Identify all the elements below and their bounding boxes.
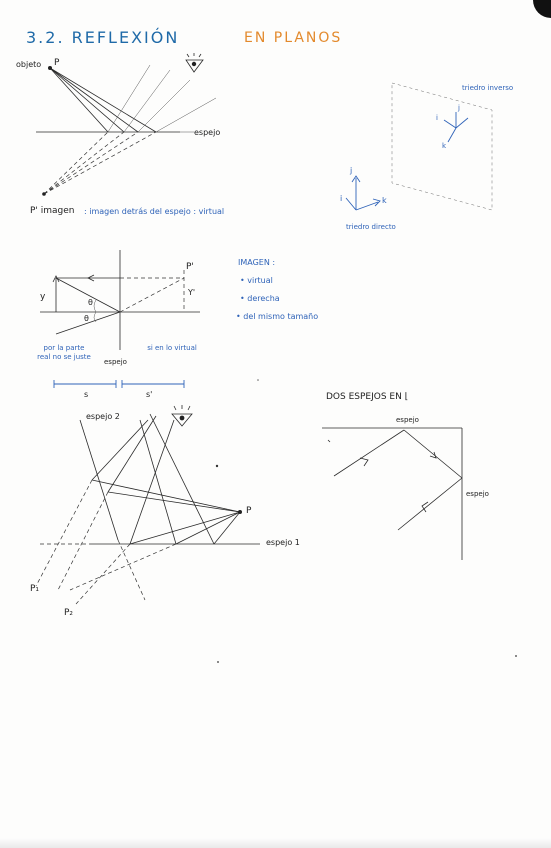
eye-icon	[185, 53, 204, 73]
y-prime-label: Y'	[188, 288, 196, 297]
axis-i-direct: i	[340, 194, 343, 203]
mirror-1-label: espejo 1	[266, 538, 300, 547]
axis-i-inverse: i	[436, 114, 438, 122]
axis-j-inverse: j	[458, 104, 460, 112]
diagram-plane-mirror	[36, 53, 217, 196]
axis-j-direct: j	[350, 166, 353, 175]
top-mirror-label: espejo	[396, 416, 419, 424]
diagram-inverse-frame	[391, 82, 493, 211]
diagram-two-mirrors-angle	[35, 405, 260, 605]
diagram-image-size	[40, 250, 200, 388]
image-note: : imagen detrás del espejo : virtual	[84, 207, 225, 216]
right-note: si en lo virtual	[147, 344, 197, 352]
direct-frame-label: triedro directo	[346, 223, 396, 231]
page-bottom-edge	[0, 838, 551, 848]
section-title: 3.2. REFLEXIÓN	[26, 28, 180, 47]
point-p-label: P	[54, 58, 60, 68]
left-note: por la parte real no se juste	[37, 344, 91, 361]
image-props-heading: IMAGEN :	[238, 258, 276, 267]
theta-label-2: θ	[84, 314, 89, 323]
p-prime-label: P'	[186, 262, 194, 272]
object-point	[48, 66, 52, 70]
diagram-two-mirrors-l	[322, 427, 463, 560]
theta-label-1: θ	[88, 298, 93, 307]
s-prime-label: s'	[146, 390, 153, 399]
mirror-label: espejo	[194, 128, 221, 137]
image-prop-derecha: • derecha	[240, 294, 280, 303]
image-point	[42, 192, 46, 196]
image-prop-virtual: • virtual	[240, 276, 273, 285]
s-label: s	[84, 390, 89, 399]
mirror-2-label: espejo 2	[86, 412, 120, 421]
section-subtitle: EN PLANOS	[244, 30, 343, 46]
axis-k-direct: k	[382, 196, 387, 205]
p-label: P	[246, 506, 252, 516]
eye-icon-2	[171, 405, 193, 427]
diagram-direct-frame	[345, 175, 381, 211]
axis-k-inverse: k	[442, 142, 447, 150]
inverse-frame-label: triedro inverso	[462, 84, 514, 92]
image-prop-tamano: • del mismo tamaño	[236, 312, 319, 321]
p1-label: P₁	[30, 584, 40, 594]
object-label: objeto	[16, 60, 42, 69]
y-label: y	[40, 292, 46, 302]
mirror-label-2: espejo	[104, 358, 127, 366]
point-p	[238, 510, 242, 514]
side-mirror-label: espejo	[466, 490, 489, 498]
p2-label: P₂	[64, 608, 74, 618]
two-mirrors-heading: DOS ESPEJOS EN ⌊	[326, 392, 409, 402]
image-label: P' imagen	[30, 206, 75, 216]
